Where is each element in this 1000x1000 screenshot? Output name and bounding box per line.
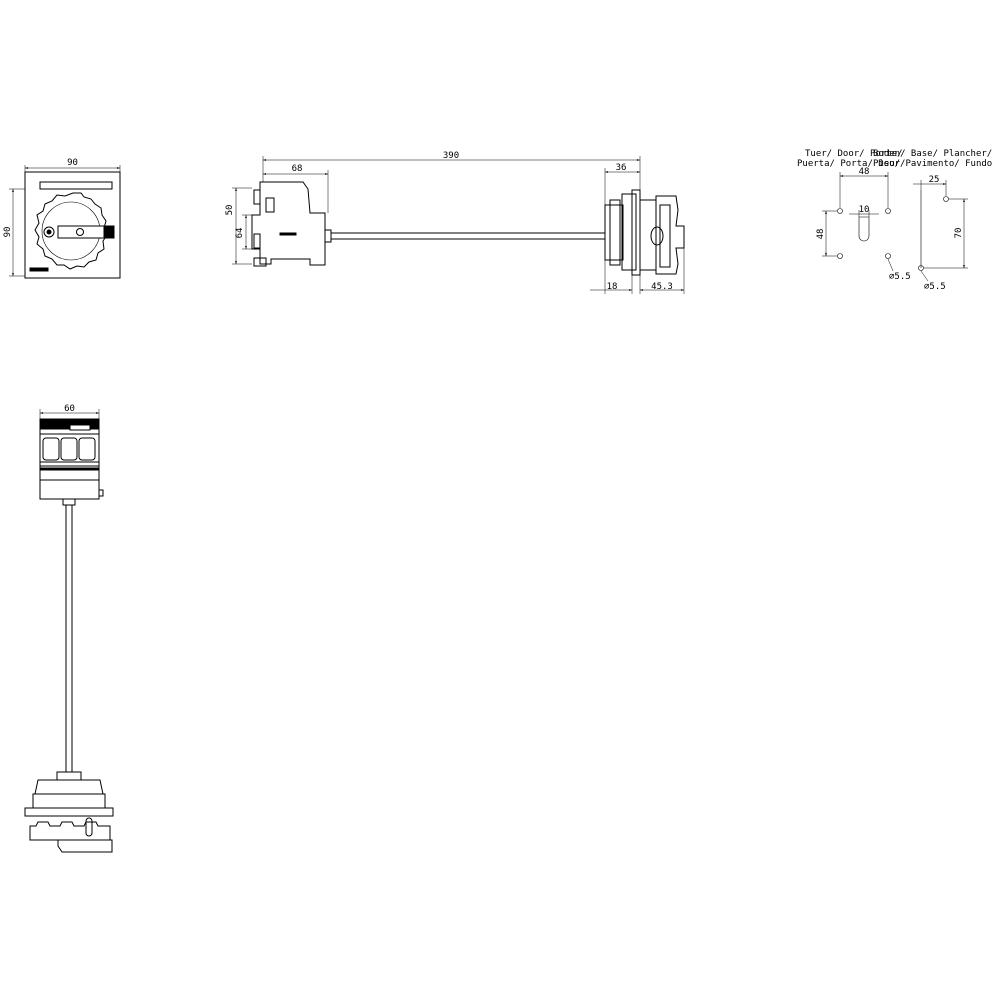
door-dim-10: 10 <box>859 205 870 215</box>
handle-pivot-center <box>46 229 52 235</box>
floor-hole-icon <box>918 265 924 271</box>
door-hole-icon <box>837 208 843 214</box>
nameplate-marking <box>29 267 49 272</box>
door-collar <box>604 204 624 261</box>
mounting-details: Tuer/ Door/ Porte/ Puerta/ Porta/ Deur/ … <box>797 149 992 292</box>
handle-collar-top <box>56 771 82 781</box>
door-center-slot <box>858 216 870 242</box>
handle-cap <box>639 199 657 271</box>
door-cutout-pattern: 48 10 48 ⌀5.5 <box>816 167 911 282</box>
side-dim-36: 36 <box>616 163 627 173</box>
mounting-clip-top <box>253 189 261 205</box>
shaft-coupling-top <box>62 498 76 506</box>
floor-dim-hole: ⌀5.5 <box>924 282 946 292</box>
door-label-line1: Tuer/ Door/ Porte/ <box>805 149 903 159</box>
terminal-screw <box>265 197 275 213</box>
door-plate-top <box>24 807 114 817</box>
handle-lever-top <box>57 839 113 853</box>
side-view: 390 68 36 50 64 18 45.3 <box>225 151 685 294</box>
side-marking <box>279 232 297 236</box>
handle-tip <box>103 225 115 239</box>
front-dim-width: 90 <box>67 158 78 168</box>
door-label-line2: Puerta/ Porta/ Deur/ <box>797 159 905 169</box>
side-dim-45-3: 45.3 <box>651 282 673 292</box>
knurled-knob <box>34 192 108 270</box>
din-clip <box>253 257 267 267</box>
handle-pivot <box>43 226 55 238</box>
door-hole-icon <box>837 253 843 259</box>
floor-dim-25: 25 <box>929 175 940 185</box>
door-dim-48-h: 48 <box>859 167 870 177</box>
terminal-screw-icon <box>78 437 96 461</box>
floor-dim-70: 70 <box>954 228 964 239</box>
handle-knurl <box>659 204 671 268</box>
door-hole-icon <box>885 253 891 259</box>
terminal-screw-icon <box>60 437 78 461</box>
side-dim-50: 50 <box>225 205 235 216</box>
floor-mounting-pattern: 25 70 ⌀5.5 <box>913 175 968 292</box>
padlock-hole-icon <box>76 228 84 236</box>
terminal-block <box>39 433 100 463</box>
handle-lock-icon <box>85 817 93 837</box>
door-hole-icon <box>885 208 891 214</box>
door-dim-hole: ⌀5.5 <box>889 272 911 282</box>
floor-label-line2: Piso/ Pavimento/ Fundo <box>873 159 992 169</box>
floor-label-line1: Boden/ Base/ Plancher/ <box>873 149 992 159</box>
terminal-screw-icon <box>42 437 60 461</box>
handle-housing <box>34 779 104 795</box>
side-dim-18: 18 <box>607 282 618 292</box>
handle-flange <box>32 793 106 809</box>
front-top-lid <box>39 181 113 190</box>
floor-hole-icon <box>943 196 949 202</box>
side-dim-390: 390 <box>443 151 459 161</box>
side-dim-64: 64 <box>235 228 245 239</box>
handle-grip-top <box>29 821 111 841</box>
top-dim-60: 60 <box>64 404 75 414</box>
front-enclosure <box>24 171 121 279</box>
front-view: 90 90 <box>3 158 121 279</box>
door-bezel <box>621 193 637 271</box>
top-view: 60 <box>24 404 114 853</box>
mounting-clip-bottom <box>253 233 261 249</box>
door-dim-48-v: 48 <box>816 229 826 240</box>
side-dim-68: 68 <box>292 164 303 174</box>
handle-lever-icon <box>650 226 664 246</box>
body-divider <box>39 467 100 471</box>
switch-body-side <box>251 181 326 266</box>
switch-top-label <box>69 424 91 431</box>
side-latch <box>98 489 104 497</box>
front-dim-height: 90 <box>3 227 13 238</box>
switch-body-top <box>39 418 100 500</box>
shaft-coupling <box>324 229 332 243</box>
collar-flange <box>609 199 621 266</box>
